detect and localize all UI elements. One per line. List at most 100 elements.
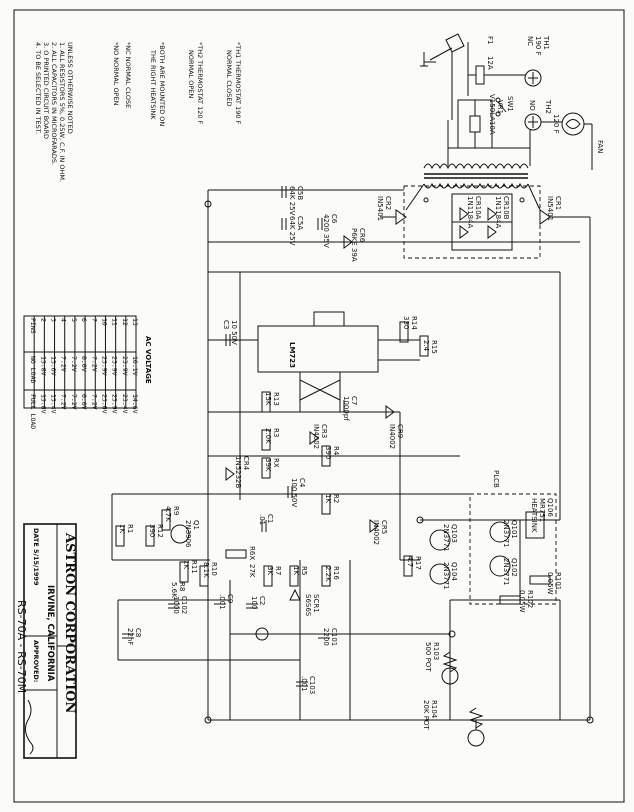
q101-type: 2N3771 (502, 520, 510, 548)
cr3-label: CR3 (320, 424, 328, 438)
legend-note-8: *NO NORMAL OPEN (112, 42, 120, 106)
r101-label: R101 (554, 572, 562, 590)
r7-value: 3K (266, 566, 274, 575)
th1-label: TH1 (542, 35, 550, 50)
resistor-r7 (263, 565, 273, 587)
voltage-table-cell: 7.2V (90, 394, 98, 410)
voltage-table-cell: 10 (100, 318, 108, 326)
r5-value: 1K (292, 566, 300, 575)
scr-scr1 (289, 588, 301, 601)
cr6-label: CR6 (358, 228, 366, 243)
voltage-table-header: NO LOAD (29, 356, 37, 383)
voltage-table-cell: 7.2V (90, 356, 98, 372)
voltage-table-cell: 13.6V (50, 356, 58, 376)
sw1-label: SW1 (506, 96, 514, 112)
ac-input-section (420, 33, 593, 170)
zener-cr6 (343, 235, 353, 249)
legend-note-2: NORMAL CLOSED (225, 50, 233, 107)
cr10b-type: 1N1184A (494, 196, 502, 229)
cr4-type: 1N5232B (234, 456, 242, 489)
voltage-table-header: FULL LOAD (29, 394, 37, 429)
voltage-table-title: AC VOLTAGE (144, 336, 152, 384)
transformer-primary (423, 163, 529, 170)
pass-transistor-section (416, 493, 557, 747)
scr1-label: SCR1 (312, 594, 320, 613)
vr1-label: VR1 (496, 100, 504, 114)
cr2-type: IN5401 (376, 196, 384, 221)
r102-value: 0.05W (518, 590, 526, 613)
cr1-type: IN5401 (546, 196, 554, 221)
legend-note-1: *TH1 THERMOSTAT 190 F (234, 42, 242, 125)
c7-label: C7 (350, 396, 358, 405)
voltage-table-cell: 23.4V (121, 394, 129, 414)
r12-value: 390 (148, 524, 156, 537)
c1-value: .01 (258, 514, 266, 525)
heatsink-label: HEATSINK (530, 498, 538, 533)
voltage-table-cell: 16.1V (131, 356, 139, 376)
r14-label: R14 (410, 316, 418, 330)
lm723-labels: LM723 R14 330 R15 2.4 C3 10 50V (222, 316, 438, 368)
voltage-table-cell: 23.0V (100, 394, 108, 414)
general-notes: UNLESS OTHERWISE NOTED 1. ALL RESISTORS … (34, 42, 74, 182)
r6x-label: R6X (248, 546, 256, 560)
c6-label: C6 (330, 214, 338, 224)
r103-label: R103 (432, 642, 440, 660)
diode-cr10b (487, 207, 497, 221)
cr5-type: IN4002 (372, 520, 380, 545)
c101-value: 2200 (322, 628, 330, 646)
r1-value: 1K (118, 524, 126, 533)
voltage-table-header: PINS (29, 318, 37, 334)
control-section (225, 391, 395, 533)
scr1-type: S6S6S (304, 594, 312, 617)
legend-note-5: *BOTH ARE MOUNTED ON (158, 42, 166, 126)
r11-value: 1K (182, 560, 190, 569)
q104-type: 2N3771 (442, 562, 450, 590)
transformer-section (380, 163, 590, 259)
c9-label: C9 (226, 594, 234, 603)
r7-label: R7 (274, 566, 282, 575)
rx-label: RX (272, 458, 280, 468)
cr6-type: P6KE 39A (350, 228, 358, 262)
transistor-q102 (489, 555, 511, 577)
legend-notes: *TH1 THERMOSTAT 190 F NORMAL CLOSED *TH2… (112, 42, 242, 126)
th1-mode: NC (526, 36, 534, 46)
resistor-r15 (419, 335, 429, 357)
transistor-q106 (525, 511, 545, 539)
resistor-r3 (261, 429, 271, 451)
cr9-type: IN4002 (388, 424, 396, 449)
q102-label: Q102 (510, 558, 518, 577)
voltage-table-cell: 13.8V (39, 356, 47, 376)
model-number: RS-70A - RS-70M (15, 600, 28, 693)
r104-label: R104 (430, 700, 438, 719)
general-note-4: 3. O PRINTED CIRCUIT BOARD (42, 42, 50, 139)
drawing-date: DATE 5/15/1999 (32, 528, 40, 586)
c102-label: C102 (180, 596, 188, 614)
c1-label: C1 (266, 514, 274, 523)
c5b-value: 64K 25V (288, 186, 296, 216)
voltage-table-cell: 23.9V (111, 356, 119, 376)
ac-plug-icon (445, 33, 465, 53)
voltage-table-cell: 0.0V (80, 394, 88, 410)
r10-value: 8.1K (202, 562, 210, 578)
c2-value: 100 (250, 596, 258, 609)
r14-value: 330 (402, 316, 410, 329)
test-point-icon (255, 627, 269, 641)
c103-label: C103 (308, 676, 316, 694)
potentiometer-r104 (467, 729, 485, 747)
q103-label: Q103 (450, 524, 458, 543)
r102-label: R102 (526, 590, 534, 608)
legend-note-3: *TH2 THERMOSTAT 120 F (196, 42, 204, 125)
r104-value: 20K POT (422, 700, 430, 730)
r6x-value: 27K (248, 564, 256, 578)
transistor-q101 (489, 521, 511, 543)
c101-label: C101 (330, 628, 338, 646)
r17-label: R17 (414, 556, 422, 570)
r17-value: 4.7 (406, 556, 414, 567)
voltage-table-cell: 7.2V (60, 356, 68, 372)
pass-transistor-labels: Q101 2N3771 Q102 2N3771 Q103 2N3771 Q104… (422, 470, 562, 730)
r13-value: 15K (264, 392, 272, 406)
fan-label: FAN (596, 140, 604, 153)
r101-value: 0.05W (546, 572, 554, 595)
ic-lm723 (257, 325, 379, 373)
